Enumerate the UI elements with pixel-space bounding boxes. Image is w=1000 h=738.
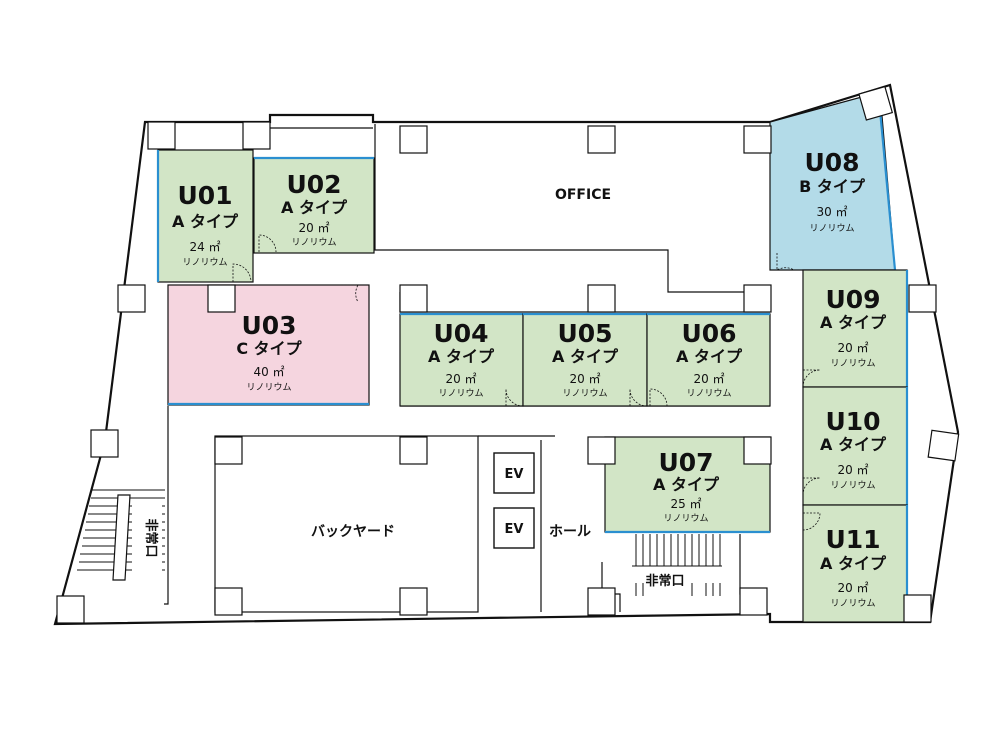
svg-text:EV: EV [505,467,524,482]
unit-floor: リノリウム [663,513,708,524]
unit-name: U09 [825,285,880,314]
unit-U11[interactable]: U11 A タイプ 20 ㎡ リノリウム [802,504,909,623]
center-exit-label: 非常口 [645,573,684,589]
unit-floor: リノリウム [686,388,731,399]
unit-area: 20 ㎡ [445,372,476,386]
svg-text:EV: EV [505,522,524,537]
unit-U06[interactable]: U06 A タイプ 20 ㎡ リノリウム [646,312,771,407]
unit-area: 20 ㎡ [837,581,868,595]
unit-name: U07 [658,448,713,477]
unit-type: A タイプ [820,313,887,332]
unit-area: 20 ㎡ [298,221,329,235]
unit-area: 24 ㎡ [189,240,220,254]
unit-name: U08 [804,148,859,177]
building-outline [53,83,960,626]
unit-U03[interactable]: U03 C タイプ 40 ㎡ リノリウム [167,284,370,406]
unit-floor: リノリウム [562,388,607,399]
hall-label: ホール [549,524,591,540]
unit-type: A タイプ [820,554,887,573]
unit-floor: リノリウム [830,480,875,491]
unit-area: 20 ㎡ [569,372,600,386]
unit-type: A タイプ [172,212,239,231]
unit-name: U05 [557,319,612,348]
unit-floor: リノリウム [291,237,336,248]
unit-name: U03 [241,311,296,340]
unit-name: U04 [433,319,488,348]
unit-name: U01 [177,181,232,210]
unit-U07[interactable]: U07 A タイプ 25 ㎡ リノリウム [604,436,771,534]
unit-U08[interactable]: U08 B タイプ 30 ㎡ リノリウム [769,91,897,271]
unit-floor: リノリウム [246,382,291,393]
left-emergency-stair [77,489,165,581]
unit-name: U06 [681,319,736,348]
unit-type: C タイプ [236,339,302,358]
unit-type: A タイプ [676,347,743,366]
backyard-label: バックヤード [311,524,395,540]
elevator-1: EV [493,452,535,494]
unit-floor: リノリウム [182,257,227,268]
unit-area: 20 ㎡ [837,463,868,477]
columns [56,85,960,624]
unit-U05[interactable]: U05 A タイプ 20 ㎡ リノリウム [522,312,648,407]
unit-U10[interactable]: U10 A タイプ 20 ㎡ リノリウム [802,386,909,506]
unit-U01[interactable]: U01 A タイプ 24 ㎡ リノリウム [156,149,254,283]
unit-floor: リノリウム [830,358,875,369]
unit-type: A タイプ [428,347,495,366]
unit-area: 30 ㎡ [816,205,847,219]
unit-floor: リノリウム [809,223,854,234]
elevator-2: EV [493,507,535,549]
unit-U02[interactable]: U02 A タイプ 20 ㎡ リノリウム [253,156,375,254]
unit-area: 25 ㎡ [670,497,701,511]
unit-type: A タイプ [820,435,887,454]
unit-area: 20 ㎡ [837,341,868,355]
unit-name: U11 [825,525,880,554]
unit-name: U10 [825,407,880,436]
unit-floor: リノリウム [438,388,483,399]
unit-type: A タイプ [552,347,619,366]
unit-type: A タイプ [653,475,720,494]
unit-name: U02 [286,170,341,199]
unit-type: A タイプ [281,198,348,217]
left-exit-label: 非常口 [143,518,159,557]
unit-type: B タイプ [799,177,866,196]
office-label: OFFICE [555,187,611,203]
unit-area: 40 ㎡ [253,365,284,379]
center-emergency-stair [632,534,722,596]
unit-U09[interactable]: U09 A タイプ 20 ㎡ リノリウム [802,269,909,388]
unit-floor: リノリウム [830,598,875,609]
unit-area: 20 ㎡ [693,372,724,386]
unit-U04[interactable]: U04 A タイプ 20 ㎡ リノリウム [399,312,524,407]
